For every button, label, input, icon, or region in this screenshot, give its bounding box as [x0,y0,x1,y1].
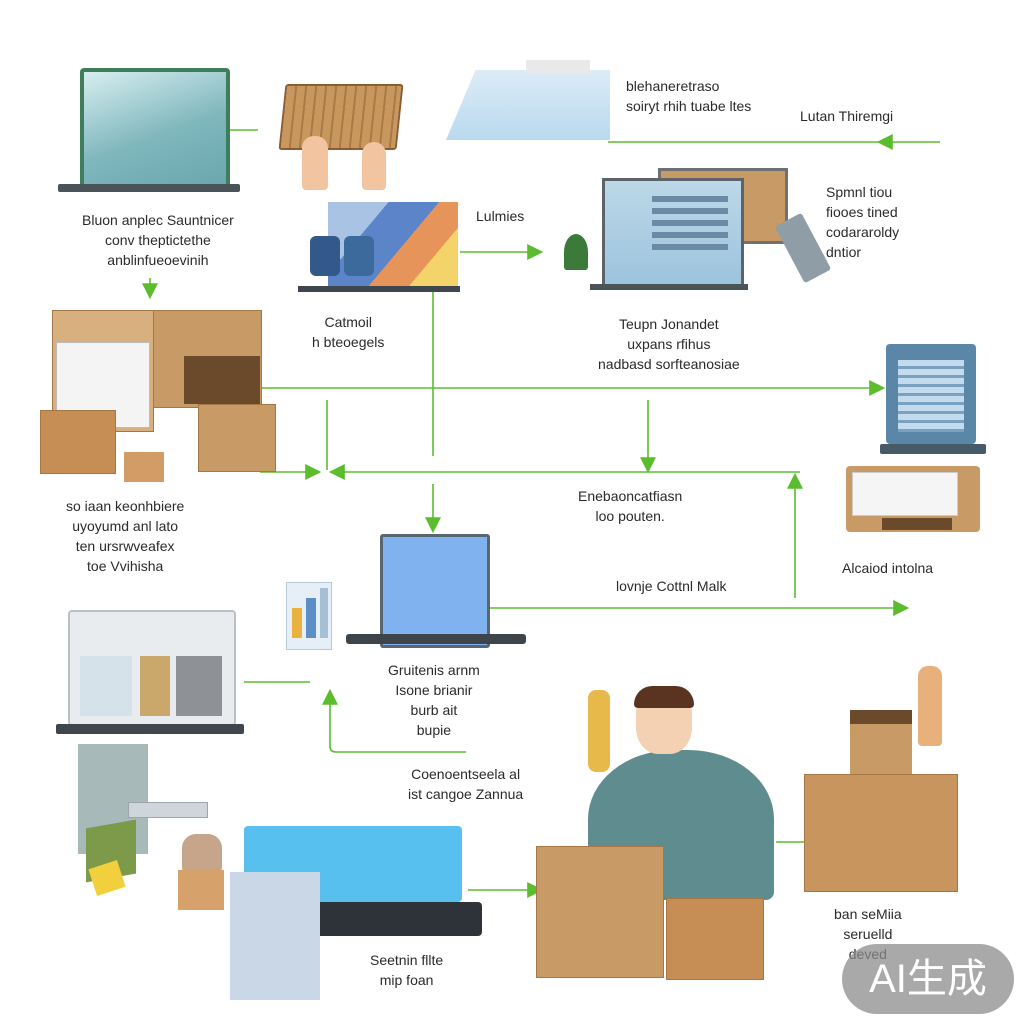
label-line: Bluon anplec Sauntnicer [82,212,234,228]
ai-generated-badge: AI生成 [842,944,1014,1014]
label-line: mip foan [379,972,434,988]
label-line: blehaneretraso [626,78,720,94]
label-line: Enebaoncatfiasn [578,488,683,504]
label-line: uxpans rfihus [627,336,711,352]
laptop-top-left [58,66,240,192]
server-device-right [880,344,986,456]
label-line: soiryt rhih tuabe ltes [626,98,752,114]
label-line: Teupn Jonandet [619,316,719,332]
label-center-bottom-a: Gruitenis arnm Isone brianir burb ait bu… [388,660,480,740]
label-line: Catmoil [324,314,372,330]
label-line: Lulmies [476,208,525,224]
label-line: seruelld [843,926,893,942]
label-line: h bteoegels [312,334,385,350]
label-line: toe Vvihisha [87,558,164,574]
chart-clipboard-icon [282,578,338,656]
label-line: lovnje Cottnl Malk [616,578,727,594]
label-line: Spmnl tiou [826,184,893,200]
label-top-right-b: Lutan Thiremgi [800,106,893,126]
label-center-mid-right: Teupn Jonandet uxpans rfihus nadbasd sor… [598,314,740,374]
label-line: nadbasd sorfteanosiae [598,356,740,372]
label-center-bottom-b: Coenoentseela al ist cangoe Zannua [408,764,523,804]
label-top-right-a: blehaneretraso soiryt rhih tuabe ltes [626,76,751,116]
label-line: bupie [416,722,452,738]
label-line: Gruitenis arnm [388,662,480,678]
label-center-mid: Catmoil h bteoegels [312,312,384,352]
label-line: loo pouten. [595,508,665,524]
label-line: burb ait [410,702,458,718]
laptop-bottom-cyan [178,826,484,1002]
paper-stack-bottom-left [72,744,210,896]
label-line: codararoldy [826,224,900,240]
label-center-top: Lulmies [476,206,524,226]
art-panel-center [298,202,460,292]
folder-documents-right [846,460,982,536]
line-loop-up [322,688,466,753]
label-line: uyoyumd anl lato [72,518,179,534]
label-left-top: Bluon anplec Sauntnicer conv thepticteth… [82,210,234,270]
label-line: Isone brianir [395,682,473,698]
monitor-with-documents [560,168,840,294]
label-line: dntior [826,244,862,260]
label-right-lower: Alcaiod intolna [842,558,933,578]
blue-tablet-device [346,534,526,648]
label-line: ist cangoe Zannua [408,786,524,802]
label-line: so iaan keonhbiere [66,498,185,514]
label-line: ten ursrwveafex [75,538,175,554]
box-stack-bottom-right [804,666,960,896]
label-center-lower: Enebaoncatfiasn loo pouten. [578,486,682,526]
label-right-top: Spmnl tiou fiooes tined codararoldy dnti… [826,182,899,262]
label-line: Lutan Thiremgi [800,108,894,124]
label-left-mid: so iaan keonhbiere uyoyumd anl lato ten … [66,496,184,576]
label-line: conv theptictethe [104,232,211,248]
document-panel-top [446,60,610,140]
label-bottom-center: Seetnin fllte mip foan [370,950,443,990]
label-line: Seetnin fllte [370,952,444,968]
cardboard-boxes-left [40,306,278,482]
label-center-lower-b: lovnje Cottnl Malk [616,576,727,596]
person-with-boxes [530,680,782,980]
label-line: Coenoentseela al [411,766,521,782]
label-line: Alcaiod intolna [842,560,934,576]
laptop-lower-left [56,610,244,738]
label-line: fiooes tined [826,204,898,220]
label-line: ban seMiia [834,906,902,922]
hands-keyboard-illustration [278,84,404,194]
label-line: anblinfueoevinih [107,252,209,268]
